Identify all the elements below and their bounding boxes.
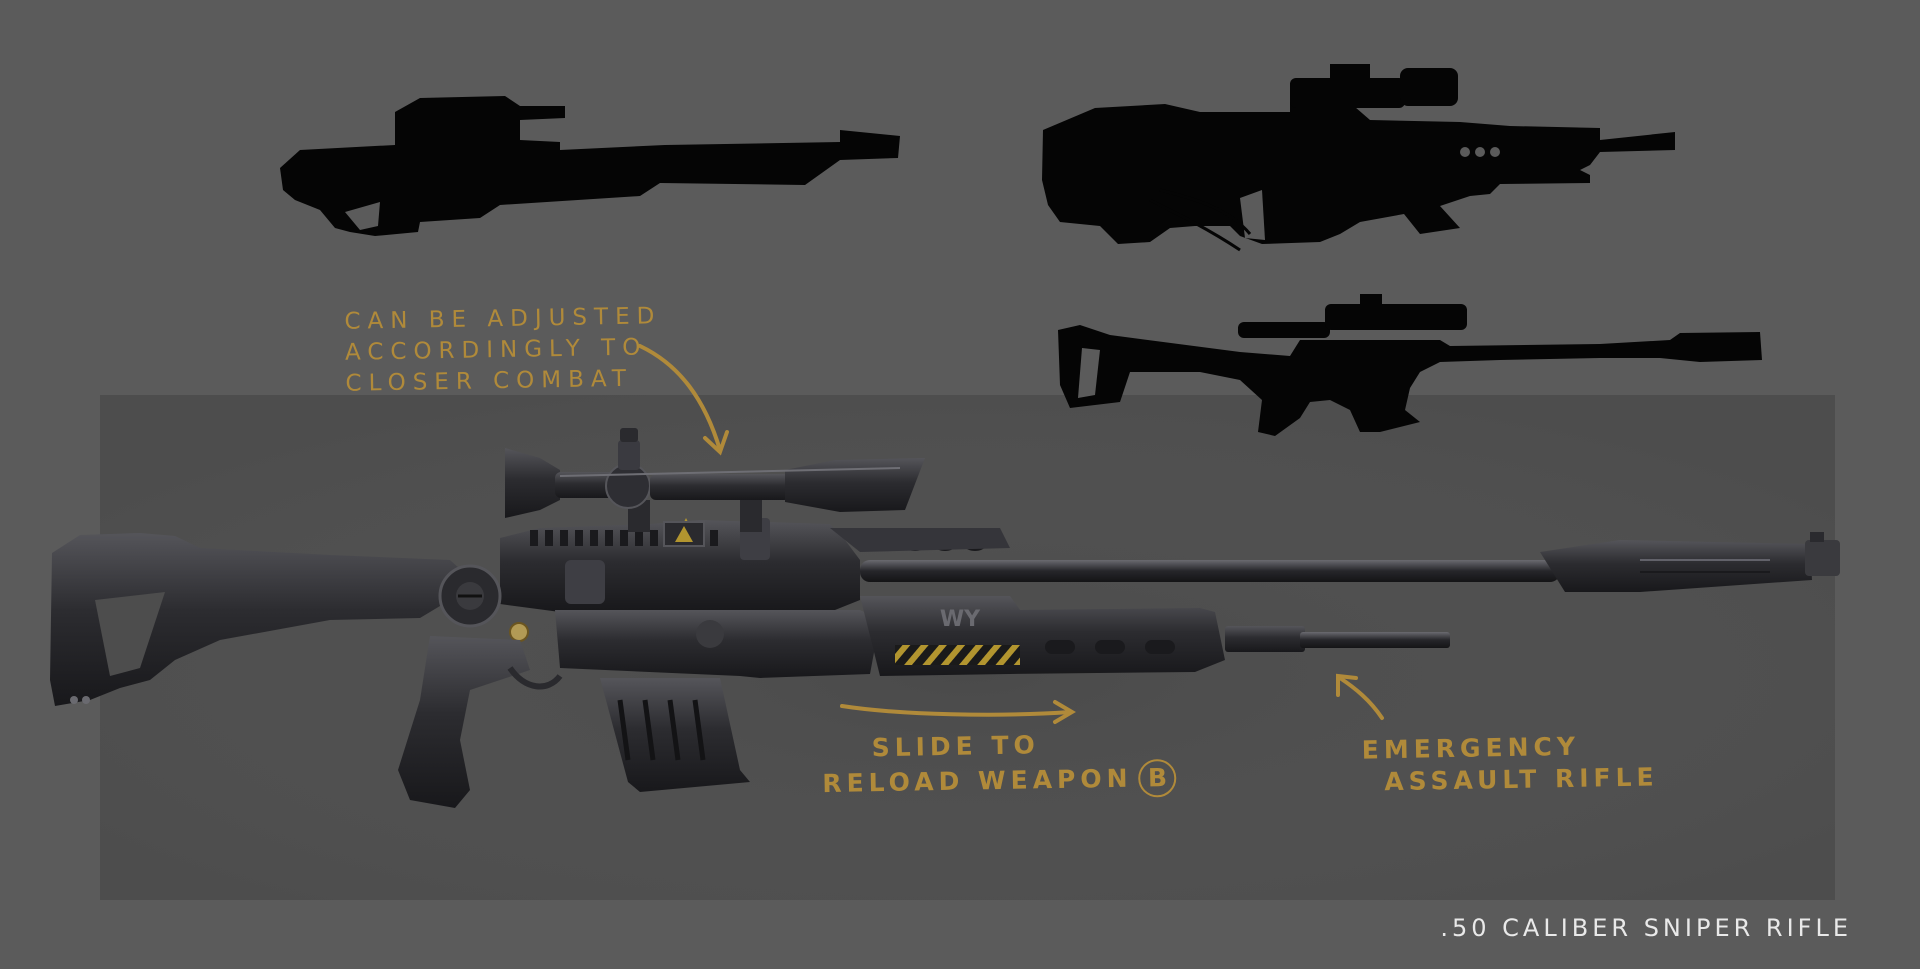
scope [505, 428, 925, 518]
arrow-reload [840, 704, 1072, 717]
pistol-grip [398, 636, 530, 808]
arrow-assault [1338, 676, 1384, 720]
main-sniper-rifle: WY [50, 428, 1840, 808]
reload-button-b: B [1138, 758, 1177, 798]
rifle-barrel [860, 560, 1560, 582]
rifle-stock [50, 533, 470, 706]
note-reload-line-2-text: RELOAD WEAPON [822, 763, 1133, 799]
receiver-mark: WY [940, 607, 981, 632]
trigger-guard [507, 666, 563, 690]
note-emergency: EMERGENCY ASSAULT RIFLE [1361, 729, 1658, 798]
silhouette-variant-2 [1042, 64, 1675, 252]
arrow-scope [638, 344, 722, 452]
brass-screw [509, 622, 529, 642]
silhouette-variant-1 [280, 96, 900, 236]
note-emergency-line-2: ASSAULT RIFLE [1384, 762, 1659, 797]
muzzle-brake [1540, 540, 1812, 592]
note-scope-adjust: CAN BE ADJUSTED ACCORDINGLY TO CLOSER CO… [344, 301, 662, 400]
hazard-stripes [895, 645, 1020, 665]
note-scope-adjust-line-3: CLOSER COMBAT [345, 365, 634, 397]
warning-icon [675, 526, 693, 542]
note-emergency-line-1: EMERGENCY [1361, 731, 1581, 765]
silhouette-variant-3 [1058, 294, 1762, 436]
stock-cutout [95, 592, 165, 676]
assault-barrel [1225, 626, 1305, 652]
annotation-arrows [638, 344, 1384, 724]
rifle-caption: .50 CALIBER SNIPER RIFLE [1440, 914, 1852, 942]
